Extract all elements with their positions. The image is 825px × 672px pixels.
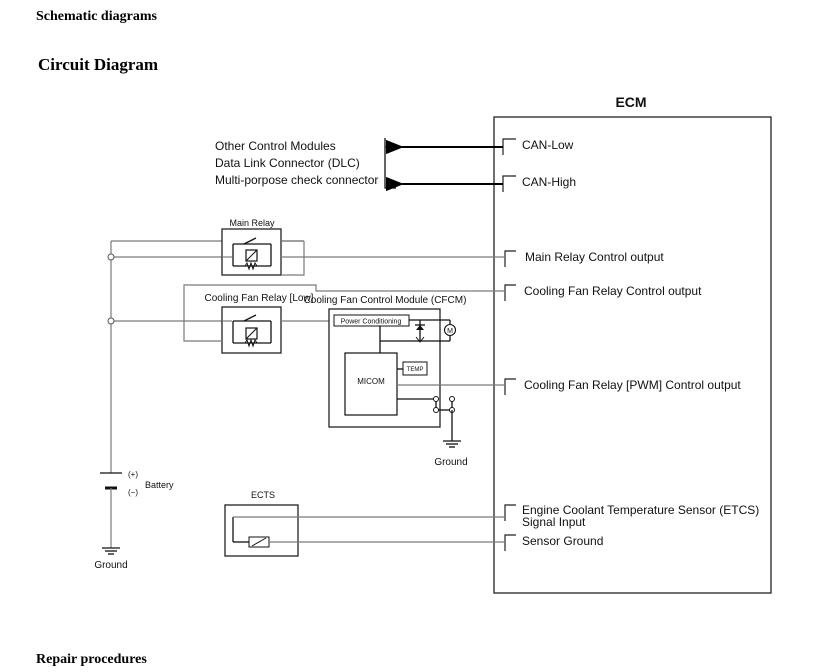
label-other-control-modules: Other Control Modules (215, 139, 336, 153)
battery-plus-label: (+) (128, 470, 138, 479)
ecm-box: ECM (493, 94, 772, 594)
pin-ects: Engine Coolant Temperature Sensor (ETCS) (522, 503, 759, 517)
battery-bus (107, 240, 304, 473)
main-relay-output (281, 241, 305, 276)
battery-icon: (+) (−) Battery (100, 470, 174, 548)
label-multipurpose-connector: Multi-porpose check connector (215, 173, 378, 187)
ecm-title: ECM (615, 94, 646, 110)
micom-label: MICOM (357, 377, 385, 386)
ects-label: ECTS (251, 490, 275, 500)
main-relay: Main Relay (221, 218, 304, 276)
pin-main-relay-control: Main Relay Control output (525, 250, 664, 264)
label-dlc: Data Link Connector (DLC) (215, 156, 360, 170)
fan-relay-control-line (183, 284, 505, 342)
power-conditioning-label: Power Conditioning (341, 319, 402, 326)
battery-ground-label: Ground (94, 560, 127, 571)
cfcm-label: Cooling Fan Control Module (CFCM) (304, 295, 467, 306)
pin-fan-relay-control: Cooling Fan Relay Control output (524, 284, 702, 298)
footer-heading: Repair procedures (36, 652, 147, 667)
battery-minus-label: (−) (128, 488, 138, 497)
cfcm-module: Cooling Fan Control Module (CFCM) Power … (304, 295, 467, 428)
battery-label: Battery (145, 480, 174, 490)
page-title: Circuit Diagram (38, 55, 159, 74)
pin-signal-input: Signal Input (522, 515, 586, 529)
pin-sensor-ground: Sensor Ground (522, 534, 603, 548)
battery-ground: Ground (94, 547, 128, 571)
main-relay-label: Main Relay (229, 218, 275, 228)
pin-can-low: CAN-Low (522, 138, 574, 152)
section-heading: Schematic diagrams (36, 9, 157, 24)
ecm-pin-brackets (502, 138, 516, 551)
pin-fan-pwm-control: Cooling Fan Relay [PWM] Control output (524, 378, 741, 392)
motor-icon: M (447, 328, 453, 335)
pin-can-high: CAN-High (522, 175, 576, 189)
cooling-fan-relay: Cooling Fan Relay [Low] (205, 293, 314, 354)
fan-relay-label: Cooling Fan Relay [Low] (205, 293, 314, 304)
ects-sensor: ECTS (224, 490, 299, 557)
cfcm-ground-label: Ground (434, 457, 467, 468)
temp-label: TEMP (407, 367, 424, 373)
cfcm-ground: Ground (434, 410, 468, 468)
